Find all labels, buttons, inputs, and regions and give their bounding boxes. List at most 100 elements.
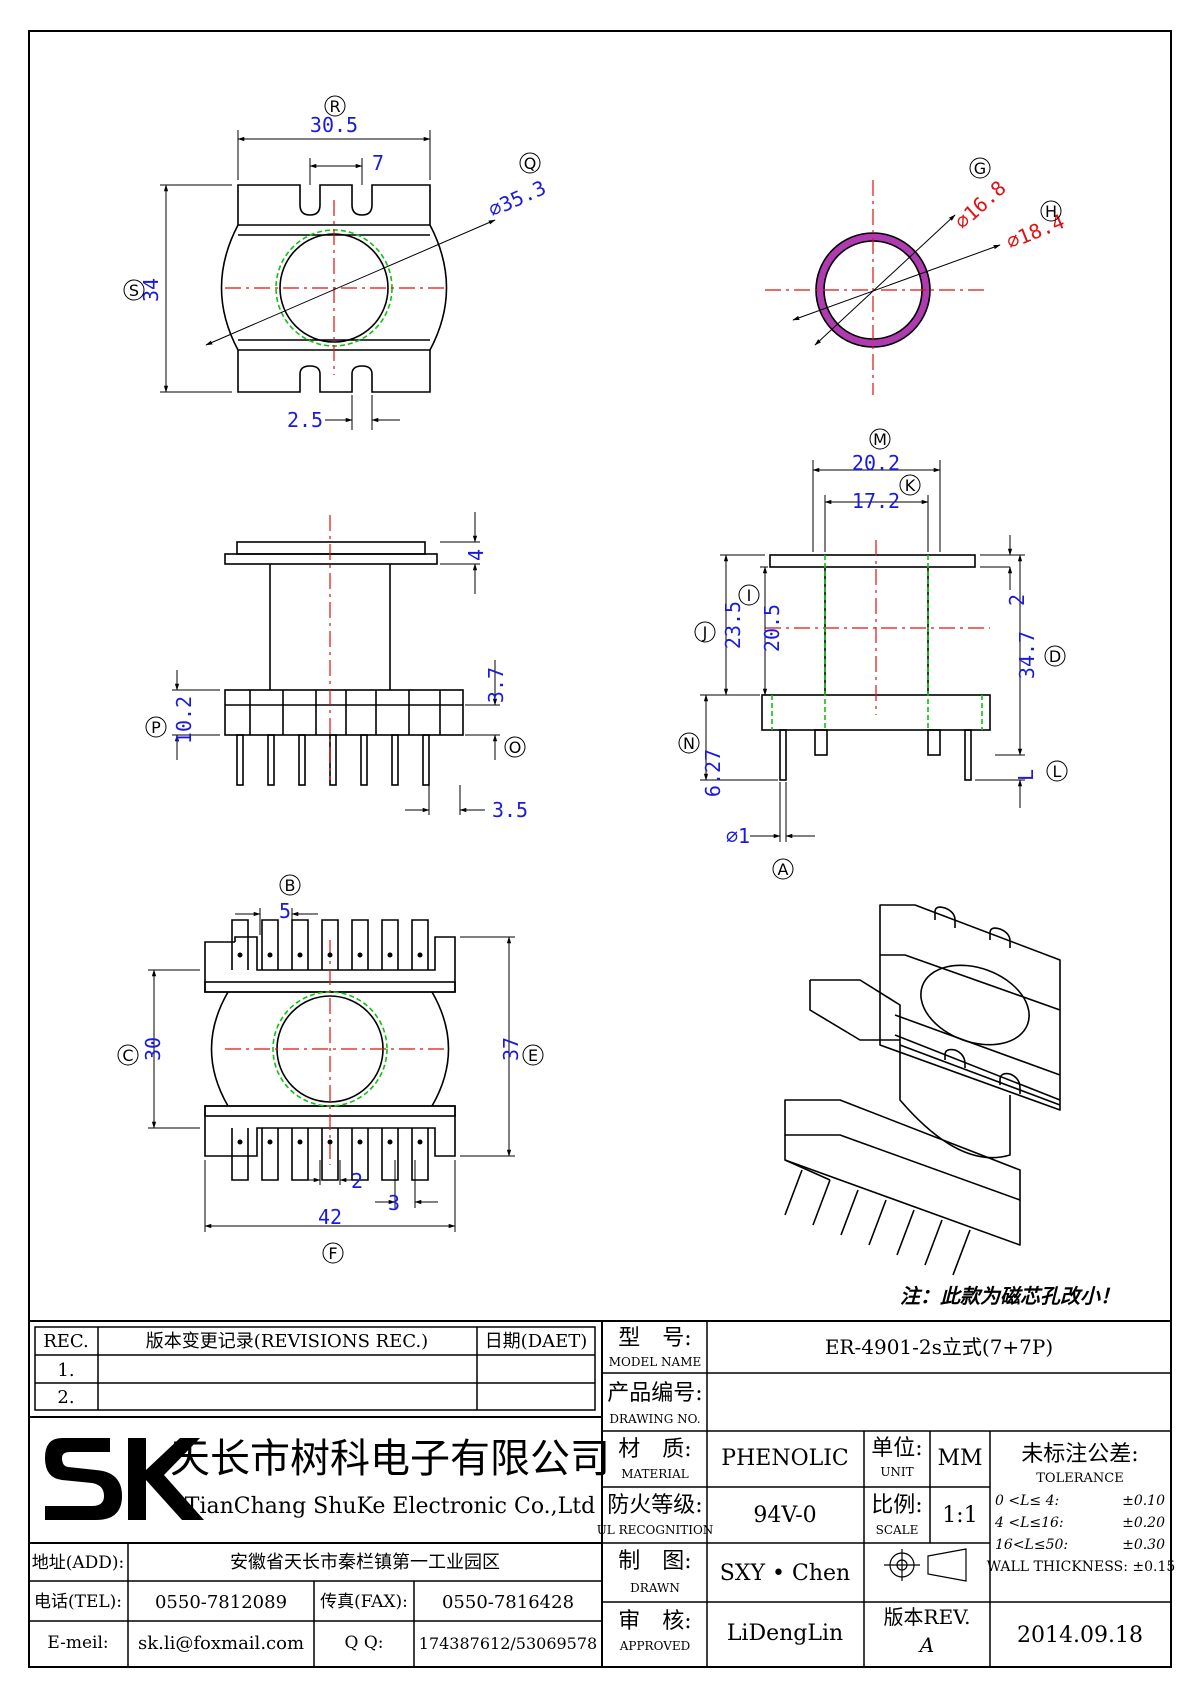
pin-dot (297, 1139, 303, 1145)
lower-tooth (291, 1128, 309, 1181)
rev-header: REC. (43, 1331, 89, 1352)
drawing-no-label-en: DRAWING NO. (609, 1412, 700, 1426)
dim-side-pin-pitch: 3.5 (492, 798, 528, 822)
address-value: 安徽省天长市秦栏镇第一工业园区 (230, 1552, 500, 1573)
dim-top-diameter: ⌀35.3 (485, 175, 550, 221)
svg-text:P: P (151, 718, 161, 737)
projection-symbol (884, 1548, 967, 1582)
label-O: O (504, 736, 526, 758)
unit-label-cn: 单位: (871, 1436, 922, 1461)
ul-label-en: UL RECOGNITION (597, 1523, 714, 1537)
svg-text:R: R (329, 97, 340, 116)
dim-bot-pitch: 5 (279, 899, 291, 923)
svg-text:E: E (528, 1046, 538, 1065)
label-E: E (522, 1044, 544, 1066)
dim-top-width: 30.5 (310, 113, 358, 137)
model-value: ER-4901-2s立式(7+7P) (825, 1335, 1053, 1359)
label-L: L (1046, 760, 1068, 782)
wall-thickness: WALL THICKNESS: ±0.15 (987, 1559, 1176, 1575)
svg-text:F: F (328, 1244, 337, 1263)
date-header: 日期(DAET) (485, 1331, 588, 1352)
company-logo (45, 1438, 204, 1520)
label-N: N (678, 732, 700, 754)
tolerance-label-cn: 未标注公差: (1021, 1442, 1138, 1467)
label-Q: Q (519, 152, 541, 174)
svg-text:G: G (974, 159, 986, 178)
date-value: 2014.09.18 (1017, 1623, 1143, 1648)
upper-tooth (291, 919, 309, 970)
label-R: R (324, 95, 346, 117)
pin-dot (387, 952, 393, 958)
drawn-label-cn: 制 图: (618, 1549, 691, 1574)
dim-sec-23-5: 23.5 (721, 601, 745, 649)
label-J: J (694, 621, 716, 643)
bottom-view-dimensions (148, 908, 515, 1232)
tolerance-value-3: ±0.30 (1122, 1537, 1165, 1553)
title-block (28, 1320, 1172, 1668)
dim-sec-20-5: 20.5 (760, 604, 784, 652)
pin-dot (357, 1139, 363, 1145)
rev-records-header: 版本变更记录(REVISIONS REC.) (146, 1331, 428, 1352)
upper-tooth (351, 919, 369, 970)
label-A: A (772, 858, 794, 880)
pin-dot (297, 952, 303, 958)
upper-tooth (381, 919, 399, 970)
label-S: S (123, 279, 145, 301)
tolerance-range-3: 16<L≤50: (995, 1537, 1068, 1553)
unit-value: MM (937, 1446, 982, 1471)
top-view-dimensions (160, 130, 496, 430)
fax-value: 0550-7816428 (442, 1592, 574, 1613)
label-I: I (738, 584, 760, 606)
dim-bot-height-37: 37 (499, 1037, 523, 1061)
pin-dot (327, 1139, 333, 1145)
lower-tooth (231, 1128, 249, 1181)
dim-sec-pin-dia: ⌀1 (726, 824, 750, 848)
tolerance-label-en: TOLERANCE (1036, 1471, 1123, 1486)
upper-tooth (231, 919, 249, 970)
svg-text:L: L (1053, 762, 1062, 781)
top-view (220, 184, 448, 393)
pin-dot (267, 952, 273, 958)
unit-label-en: UNIT (880, 1465, 913, 1479)
dim-hole-outer: ⌀18.4 (1003, 209, 1068, 254)
pin-dot (267, 1139, 273, 1145)
pin-dot (417, 1139, 423, 1145)
label-K: K (899, 474, 921, 496)
lower-tooth (321, 1128, 339, 1181)
label-F: F (322, 1242, 344, 1264)
rev-value: A (918, 1633, 934, 1657)
pin-dot (417, 952, 423, 958)
lower-tooth (261, 1128, 279, 1181)
drawing-no-label-cn: 产品编号: (607, 1381, 702, 1406)
bottom-view (204, 936, 456, 1165)
dim-top-pin-gap: 2.5 (287, 408, 323, 432)
side-view (224, 515, 464, 786)
core-hole-view (765, 180, 1001, 395)
model-label-cn: 型 号: (618, 1326, 691, 1351)
scale-value: 1:1 (942, 1503, 977, 1528)
fax-label: 传真(FAX): (320, 1592, 408, 1612)
svg-text:N: N (683, 734, 695, 753)
upper-tooth (261, 919, 279, 970)
material-value: PHENOLIC (721, 1446, 848, 1471)
sheet-border (28, 30, 1172, 1668)
dim-sec-L: L (1014, 769, 1038, 781)
pin-dot (327, 952, 333, 958)
dim-sec-6-27: 6.27 (701, 749, 725, 797)
pin-dot (387, 1139, 393, 1145)
material-label-cn: 材 质: (618, 1437, 691, 1462)
dim-bot-width: 42 (318, 1205, 342, 1229)
qq-value: 174387612/53069578 (419, 1634, 597, 1653)
label-B: B (279, 874, 301, 896)
ul-label-cn: 防火等级: (607, 1493, 702, 1518)
pin-dot (237, 1139, 243, 1145)
email-value[interactable]: sk.li@foxmail.com (138, 1633, 304, 1654)
ul-value: 94V-0 (753, 1503, 816, 1528)
rev-row-2: 2. (57, 1387, 74, 1408)
tolerance-range-2: 4 <L≤16: (994, 1515, 1064, 1531)
bottom-view-teeth (231, 919, 429, 1181)
dim-side-flange: 4 (464, 549, 488, 561)
upper-tooth (411, 919, 429, 970)
approved-label-en: APPROVED (619, 1639, 691, 1653)
